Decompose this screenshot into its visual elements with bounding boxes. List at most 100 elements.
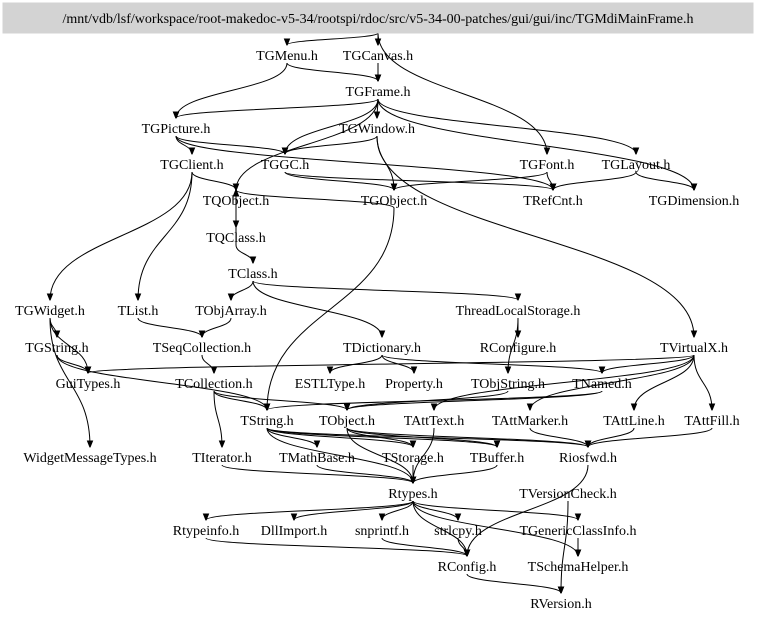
edge-tgclient-to-tlist xyxy=(138,171,193,300)
node-threadlocalstorage[interactable]: ThreadLocalStorage.h xyxy=(456,304,581,319)
node-estltype[interactable]: ESTLType.h xyxy=(295,377,365,392)
node-tgclient[interactable]: TGClient.h xyxy=(160,158,223,173)
node-tcollection[interactable]: TCollection.h xyxy=(175,377,252,392)
node-tgframe[interactable]: TGFrame.h xyxy=(346,85,411,100)
edge-root-to-tgfont xyxy=(377,32,547,154)
node-tobject[interactable]: TObject.h xyxy=(319,414,375,429)
edge-tattfill-to-riosfwd xyxy=(588,427,713,447)
edge-tgclient-to-tqobject xyxy=(191,171,236,190)
node-riosfwd[interactable]: Riosfwd.h xyxy=(559,451,617,466)
node-strlcpy[interactable]: strlcpy.h xyxy=(434,524,482,539)
edge-tgframe-to-tgpicture xyxy=(176,98,379,118)
node-titerator[interactable]: TIterator.h xyxy=(192,451,251,466)
node-tdictionary[interactable]: TDictionary.h xyxy=(343,341,421,356)
edge-tgobject-to-tqobject xyxy=(236,190,395,209)
edge-tgframe-to-tqobject xyxy=(236,98,379,190)
node-tgfont[interactable]: TGFont.h xyxy=(520,158,575,173)
edge-rtypes-to-dllimport xyxy=(294,500,414,520)
node-tnamed[interactable]: TNamed.h xyxy=(572,377,631,392)
edge-tgwindow-to-tvirtualx xyxy=(376,135,694,337)
edge-tglayout-to-tgdimension xyxy=(635,171,694,190)
edge-tgwidget-to-guitypes xyxy=(49,317,88,373)
node-tobjarray[interactable]: TObjArray.h xyxy=(195,304,267,319)
edge-tgpicture-to-trefcnt xyxy=(175,135,553,190)
edge-tgobject-to-tstring xyxy=(267,207,395,410)
node-tattfill[interactable]: TAttFill.h xyxy=(684,414,739,429)
edge-tqclass-to-tclass xyxy=(235,244,253,263)
edge-tvirtualx-to-tattfill xyxy=(693,354,712,410)
edge-tcollection-to-tstring xyxy=(213,390,267,410)
node-tbuffer[interactable]: TBuffer.h xyxy=(470,451,525,466)
edge-tggc-to-tgobject xyxy=(284,171,394,190)
node-trefcnt[interactable]: TRefCnt.h xyxy=(523,194,583,209)
edge-tstring-to-tmathbase xyxy=(266,427,317,447)
edge-titerator-to-rtypes xyxy=(221,464,413,483)
edge-tclass-to-tdictionary xyxy=(252,280,382,337)
node-tgpicture[interactable]: TGPicture.h xyxy=(142,122,211,137)
edge-tgwidget-to-widgetmessagetypes xyxy=(49,317,90,447)
root-node-label: /mnt/vdb/lsf/workspace/root-makedoc-v5-3… xyxy=(62,12,693,27)
node-tattline[interactable]: TAttLine.h xyxy=(603,414,664,429)
edge-tvirtualx-to-tattline xyxy=(634,354,695,410)
node-rtypes[interactable]: Rtypes.h xyxy=(388,487,437,502)
edge-tobjarray-to-tseqcollection xyxy=(202,317,232,337)
node-tgdimension[interactable]: TGDimension.h xyxy=(649,194,740,209)
edge-tvirtualx-to-guitypes xyxy=(88,354,695,373)
edge-rtypes-to-snprintf xyxy=(382,500,414,520)
edge-tvirtualx-to-tnamed xyxy=(602,354,695,373)
node-tseqcollection[interactable]: TSeqCollection.h xyxy=(153,341,251,356)
node-tatttext[interactable]: TAttText.h xyxy=(404,414,465,429)
edge-rtypes-to-tgenericclassinfo xyxy=(412,500,578,520)
node-rtypeinfo[interactable]: Rtypeinfo.h xyxy=(173,524,240,539)
edge-tgclient-to-tgwidget xyxy=(50,171,193,300)
node-rversion[interactable]: RVersion.h xyxy=(530,597,592,612)
edge-strlcpy-to-rconfig xyxy=(457,537,467,556)
root-node[interactable]: /mnt/vdb/lsf/workspace/root-makedoc-v5-3… xyxy=(2,2,754,34)
node-tstring[interactable]: TString.h xyxy=(240,414,293,429)
node-property[interactable]: Property.h xyxy=(385,377,443,392)
edge-tgwindow-to-tggc xyxy=(285,135,378,154)
edge-tattline-to-riosfwd xyxy=(588,427,635,447)
edge-rtypes-to-rtypeinfo xyxy=(206,500,414,520)
node-tgcanvas[interactable]: TGCanvas.h xyxy=(343,49,413,64)
node-tobjstring[interactable]: TObjString.h xyxy=(471,377,545,392)
node-tgobject[interactable]: TGObject.h xyxy=(361,194,427,209)
edge-tnamed-to-tstring xyxy=(267,390,603,410)
edge-tbuffer-to-rtypes xyxy=(413,464,498,483)
edge-rconfig-to-rversion xyxy=(466,573,561,593)
node-tglayout[interactable]: TGLayout.h xyxy=(602,158,671,173)
edge-tobject-to-tstorage xyxy=(346,427,413,447)
edge-threadlocalstorage-to-tobjstring xyxy=(508,317,519,373)
edge-tstring-to-rtypes xyxy=(266,427,413,483)
node-tvirtualx[interactable]: TVirtualX.h xyxy=(660,341,728,356)
node-tqobject[interactable]: TQObject.h xyxy=(203,194,269,209)
node-tversioncheck[interactable]: TVersionCheck.h xyxy=(519,487,617,502)
node-guitypes[interactable]: GuiTypes.h xyxy=(56,377,121,392)
edge-tgpicture-to-tgclient xyxy=(175,135,192,154)
node-dllimport[interactable]: DllImport.h xyxy=(261,524,328,539)
node-rconfigure[interactable]: RConfigure.h xyxy=(480,341,557,356)
edge-tgpicture-to-tggc xyxy=(175,135,285,154)
node-snprintf[interactable]: snprintf.h xyxy=(355,524,409,539)
node-tstorage[interactable]: TStorage.h xyxy=(382,451,444,466)
node-tqclass[interactable]: TQClass.h xyxy=(206,231,266,246)
node-tgwidget[interactable]: TGWidget.h xyxy=(15,304,85,319)
node-tgenericclassinfo[interactable]: TGenericClassInfo.h xyxy=(519,524,636,539)
node-tlist[interactable]: TList.h xyxy=(118,304,159,319)
node-widgetmessagetypes[interactable]: WidgetMessageTypes.h xyxy=(23,451,156,466)
edge-rtypeinfo-to-rconfig xyxy=(205,537,467,556)
node-tclass[interactable]: TClass.h xyxy=(228,267,277,282)
node-tattmarker[interactable]: TAttMarker.h xyxy=(492,414,568,429)
edge-tvirtualx-to-tattmarker xyxy=(530,354,695,410)
edge-tobject-to-riosfwd xyxy=(346,427,588,447)
node-tschemahelper[interactable]: TSchemaHelper.h xyxy=(528,560,629,575)
node-tgstring[interactable]: TGString.h xyxy=(25,341,88,356)
node-tmathbase[interactable]: TMathBase.h xyxy=(279,451,355,466)
edge-tobject-to-tbuffer xyxy=(346,427,497,447)
node-rconfig[interactable]: RConfig.h xyxy=(438,560,497,575)
node-tggc[interactable]: TGGC.h xyxy=(261,158,310,173)
edge-rtypes-to-strlcpy xyxy=(412,500,458,520)
node-tgmenu[interactable]: TGMenu.h xyxy=(256,49,318,64)
node-tgwindow[interactable]: TGWindow.h xyxy=(339,122,415,137)
